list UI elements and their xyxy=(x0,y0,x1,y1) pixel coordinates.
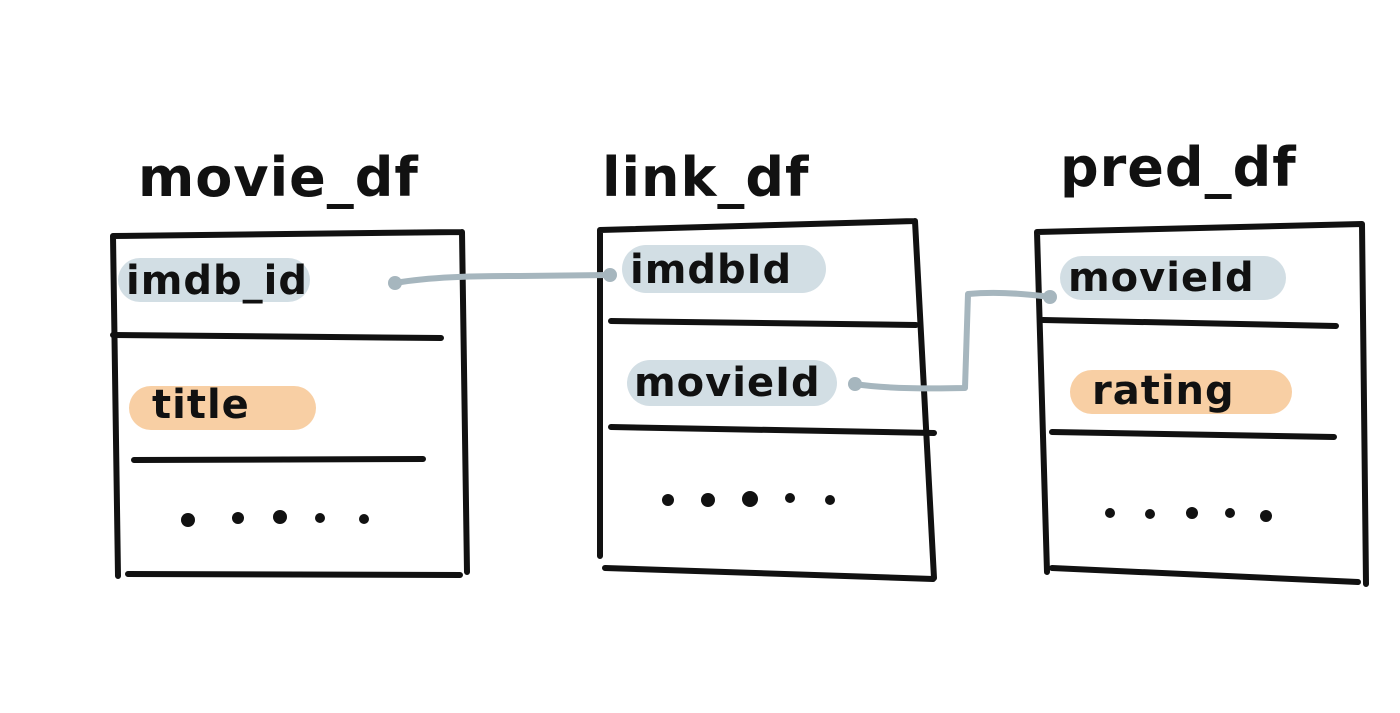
table-frame-pred-df xyxy=(1034,221,1369,587)
connector-movieid-to-movieid xyxy=(848,290,1057,392)
field-label-rating: rating xyxy=(1092,368,1235,414)
field-highlight-movieid-link xyxy=(627,360,837,406)
table-frame-movie-df xyxy=(110,229,470,579)
table-title-movie-df: movie_df xyxy=(138,146,419,209)
ellipsis-dots xyxy=(1105,507,1272,522)
row-divider xyxy=(110,332,444,341)
field-highlight-title xyxy=(129,386,316,430)
row-divider xyxy=(608,318,919,328)
table-title-link-df: link_df xyxy=(602,146,810,209)
field-label-imdbid: imdbId xyxy=(630,247,792,293)
field-label-imdb-id: imdb_id xyxy=(126,258,308,304)
table-link-df: link_df imdbId movieId ..... xyxy=(597,146,937,582)
connector-imdb-id-to-imdbid xyxy=(388,268,617,290)
connector-endpoint xyxy=(388,276,402,290)
table-frame-link-df xyxy=(597,218,937,582)
table-movie-df: movie_df imdb_id title ..... xyxy=(110,146,470,579)
table-title-pred-df: pred_df xyxy=(1060,136,1297,199)
field-highlight-imdbid xyxy=(622,245,826,293)
connector-endpoint xyxy=(1043,290,1057,304)
row-divider xyxy=(1040,317,1339,329)
field-highlight-imdb-id xyxy=(118,258,310,302)
field-highlight-rating xyxy=(1070,370,1292,414)
connector-endpoint xyxy=(848,377,862,391)
table-pred-df: pred_df movieId rating ..... xyxy=(0,0,1369,587)
field-label-title: title xyxy=(152,382,250,428)
ellipsis-dots xyxy=(662,491,835,507)
row-divider xyxy=(1049,429,1337,440)
row-divider xyxy=(131,456,426,463)
field-highlight-movieid-pred xyxy=(1060,256,1286,300)
ellipsis-text: ..... xyxy=(0,0,2,1)
connector-endpoint xyxy=(603,268,617,282)
field-label-movieid-pred: movieId xyxy=(1068,255,1255,301)
row-divider xyxy=(608,424,937,436)
ellipsis-dots xyxy=(181,510,369,527)
field-label-movieid-link: movieId xyxy=(634,360,821,406)
